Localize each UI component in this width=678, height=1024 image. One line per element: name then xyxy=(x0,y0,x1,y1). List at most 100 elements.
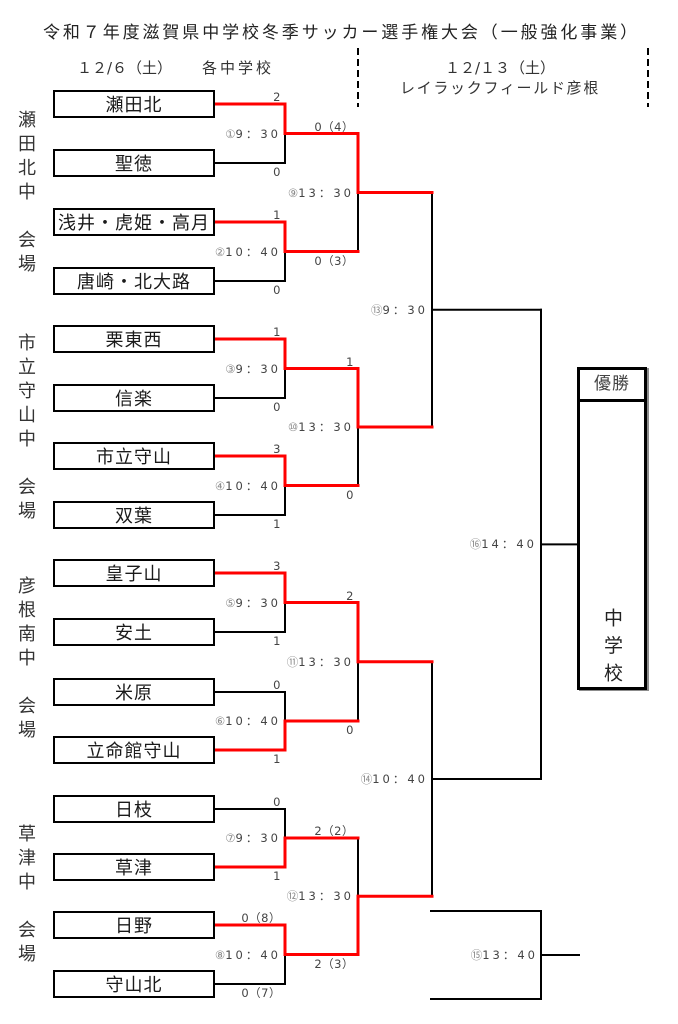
score-top: 2 xyxy=(346,588,354,603)
tournament-title: 令和７年度滋賀県中学校冬季サッカー選手権大会（一般強化事業） xyxy=(43,23,640,43)
match-number: ⑦ xyxy=(225,831,236,845)
score-bottom: 0 xyxy=(346,723,354,737)
match-time-label: ⑪13：30 xyxy=(287,655,354,669)
score-top: 0 xyxy=(273,795,281,809)
team-name: 唐崎・北大路 xyxy=(77,271,191,293)
match-time-label: ②10：40 xyxy=(215,245,281,259)
team-box: 聖徳 xyxy=(53,148,215,177)
team-box: 双葉 xyxy=(53,500,215,529)
venue-suffix: 会場 xyxy=(15,230,36,278)
score-bottom: 0 xyxy=(273,283,281,297)
score-bottom: 1 xyxy=(273,869,281,883)
team-box: 信楽 xyxy=(53,383,215,412)
team-name: 浅井・虎姫・高月 xyxy=(58,212,210,234)
match-time: 9：30 xyxy=(235,361,281,376)
score-top: 0 xyxy=(273,678,281,692)
team-box: 米原 xyxy=(53,677,215,706)
score-bottom: 1 xyxy=(273,752,281,766)
venue-school: 瀬田北中 xyxy=(15,110,36,206)
third-place-time-label: ⑮13：40 xyxy=(471,948,538,962)
match-number: ⑭ xyxy=(360,772,373,786)
team-name: 栗東西 xyxy=(105,329,163,351)
venue-suffix: 会場 xyxy=(15,920,36,968)
match-number: ⑨ xyxy=(287,185,299,200)
team-box: 草津 xyxy=(53,852,215,881)
team-name: 聖徳 xyxy=(115,153,153,175)
team-name: 立命館守山 xyxy=(86,740,182,762)
match-number: ② xyxy=(214,244,226,259)
match-number: ⑬ xyxy=(371,302,383,317)
match-time: 13：30 xyxy=(298,185,354,200)
match-time-label: ⑦9：30 xyxy=(225,831,281,845)
team-box: 浅井・虎姫・高月 xyxy=(53,207,215,236)
match-time: 13：40 xyxy=(482,948,538,962)
team-box: 唐崎・北大路 xyxy=(53,266,215,295)
team-name: 草津 xyxy=(115,857,153,879)
score-top: 0（8） xyxy=(241,911,281,925)
venue-school: 市立守山中 xyxy=(15,333,36,453)
match-time: 9：30 xyxy=(235,831,281,845)
venue-label: 瀬田北中会場 xyxy=(13,110,37,278)
team-name: 市立守山 xyxy=(96,446,172,468)
match-number: ④ xyxy=(214,478,226,493)
team-name: 瀬田北 xyxy=(105,94,163,116)
day1-venue: 各中学校 xyxy=(202,59,275,77)
champion-label: 優勝 xyxy=(580,370,644,402)
venue-label: 彦根南中会場 xyxy=(13,576,37,744)
match-number: ⑯ xyxy=(469,537,482,552)
match-time: 10：40 xyxy=(225,947,281,962)
team-box: 栗東西 xyxy=(53,324,215,353)
match-number: ⑩ xyxy=(287,420,299,434)
venue-suffix: 会場 xyxy=(15,696,36,744)
team-box: 守山北 xyxy=(53,969,215,998)
match-number: ① xyxy=(225,126,236,141)
venue-label: 市立守山中会場 xyxy=(13,333,37,525)
match-time: 9：30 xyxy=(235,595,281,610)
score-top: 1 xyxy=(273,208,281,222)
team-box: 安土 xyxy=(53,617,215,646)
day2-venue: レイラックフィールド彦根 xyxy=(399,79,601,97)
venue-school: 草津中 xyxy=(15,824,36,896)
match-time-label: ⑨13：30 xyxy=(288,186,354,200)
score-top: 0（4） xyxy=(314,119,354,134)
score-top: 3 xyxy=(273,559,281,573)
day2-date: １２/１３（土） xyxy=(444,59,556,77)
match-time: 13：30 xyxy=(298,420,354,434)
match-time: 14：40 xyxy=(481,537,537,552)
match-number: ⑪ xyxy=(286,654,299,669)
match-time-label: ⑫13：30 xyxy=(287,889,354,903)
match-number: ⑮ xyxy=(470,948,483,962)
final-time-label: ⑯14：40 xyxy=(470,537,537,551)
match-time: 9：30 xyxy=(382,302,428,317)
venue-label: 草津中会場 xyxy=(13,824,37,968)
match-time-label: ⑩13：30 xyxy=(288,420,354,434)
team-box: 日野 xyxy=(53,910,215,939)
team-name: 双葉 xyxy=(115,505,153,527)
match-number: ③ xyxy=(225,361,236,376)
match-number: ⑤ xyxy=(225,595,236,610)
team-box: 日枝 xyxy=(53,794,215,823)
match-time-label: ①9：30 xyxy=(225,127,281,141)
match-time-label: ③9：30 xyxy=(225,362,281,376)
score-bottom: 1 xyxy=(273,517,281,531)
team-box: 市立守山 xyxy=(53,441,215,470)
score-top: 1 xyxy=(273,325,281,339)
score-bottom: 0 xyxy=(273,400,281,414)
score-bottom: 2（3） xyxy=(314,956,354,971)
score-top: 2 xyxy=(273,90,281,104)
team-name: 日野 xyxy=(115,915,153,937)
match-time: 13：30 xyxy=(298,889,354,904)
match-time: 13：30 xyxy=(298,654,354,669)
match-time: 10：40 xyxy=(225,244,281,259)
score-top: 1 xyxy=(346,354,354,369)
venue-school: 彦根南中 xyxy=(15,576,36,672)
match-time-label: ⑬9：30 xyxy=(371,303,428,317)
match-time: 10：40 xyxy=(225,714,281,728)
team-name: 守山北 xyxy=(105,974,163,996)
match-number: ⑥ xyxy=(214,714,226,728)
match-time-label: ⑤9：30 xyxy=(225,596,281,610)
champion-box: 優勝 中学校 xyxy=(577,367,647,691)
match-time-label: ④10：40 xyxy=(215,479,281,493)
team-box: 立命館守山 xyxy=(53,735,215,764)
